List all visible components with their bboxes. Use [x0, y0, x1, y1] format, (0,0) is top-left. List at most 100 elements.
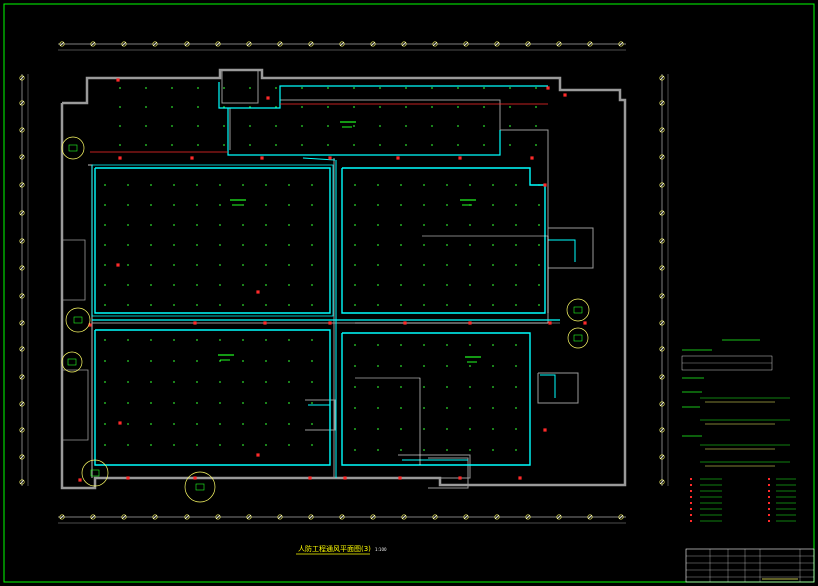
dimension-tick — [659, 265, 665, 271]
dimension-tick — [659, 182, 665, 188]
axis-bubble — [19, 401, 25, 407]
dimension-tick — [587, 41, 593, 47]
red-marker — [403, 321, 407, 325]
dimension-tick — [556, 514, 562, 520]
legend-symbol — [690, 514, 692, 516]
axis-bubble — [19, 427, 25, 433]
axis-bubble — [401, 514, 407, 520]
red-marker — [518, 476, 522, 480]
axis-bubble — [659, 374, 665, 380]
dimension-tick — [19, 479, 25, 485]
axis-bubble — [432, 41, 438, 47]
red-marker — [563, 93, 567, 97]
dimension-tick — [401, 41, 407, 47]
axis-bubble — [339, 514, 345, 520]
axis-bubble — [19, 374, 25, 380]
fan-outlet-symbol — [184, 471, 216, 503]
red-marker — [193, 321, 197, 325]
axis-bubble — [659, 182, 665, 188]
red-marker — [458, 476, 462, 480]
fan-outlet-symbol — [61, 136, 85, 160]
axis-bubble — [659, 320, 665, 326]
duct-loop-nw-inner — [91, 164, 334, 317]
axis-bubble — [277, 41, 283, 47]
dimension-tick — [19, 127, 25, 133]
axis-bubble — [19, 154, 25, 160]
legend-symbol — [768, 502, 770, 504]
duct-loop-nw — [94, 167, 331, 314]
dimension-tick — [401, 514, 407, 520]
duct-north-branch — [227, 108, 501, 156]
dimension-tick — [19, 210, 25, 216]
air-diffuser-symbol — [67, 358, 77, 366]
axis-bubble — [19, 454, 25, 460]
axis-bubble — [215, 514, 221, 520]
dimension-tick — [19, 100, 25, 106]
dimension-tick — [59, 41, 65, 47]
axis-bubble — [184, 41, 190, 47]
ventilation-ducts — [90, 82, 576, 478]
axis-bubble — [246, 41, 252, 47]
axis-bubble — [59, 514, 65, 520]
dimension-lines — [19, 41, 669, 524]
axis-bubbles — [19, 41, 665, 520]
dimension-tick — [19, 454, 25, 460]
dimension-tick — [659, 127, 665, 133]
room-box-west-1 — [62, 239, 86, 301]
legend-symbol — [690, 520, 692, 522]
legend-symbol — [690, 496, 692, 498]
drawing-frame — [3, 3, 815, 583]
axis-bubble — [659, 265, 665, 271]
dimension-tick — [659, 454, 665, 460]
red-marker — [583, 321, 587, 325]
red-marker — [543, 428, 547, 432]
dimension-tick — [246, 41, 252, 47]
axis-bubble — [308, 41, 314, 47]
legend-symbol — [768, 496, 770, 498]
legend-symbol — [768, 514, 770, 516]
air-diffuser-symbol — [68, 144, 78, 152]
axis-bubble — [19, 210, 25, 216]
dimension-tick — [659, 210, 665, 216]
dimension-tick — [370, 41, 376, 47]
axis-bubble — [659, 479, 665, 485]
axis-bubble — [90, 41, 96, 47]
fan-outlet-symbol — [65, 307, 91, 333]
axis-bubble — [19, 265, 25, 271]
dimension-tick — [59, 514, 65, 520]
axis-bubble — [618, 514, 624, 520]
air-diffuser-symbol — [195, 483, 205, 491]
dimension-tick — [90, 514, 96, 520]
axis-bubble — [556, 514, 562, 520]
red-marker — [328, 156, 332, 160]
dimension-tick — [19, 265, 25, 271]
legend-symbol — [768, 490, 770, 492]
dimension-tick — [19, 346, 25, 352]
red-marker — [78, 478, 82, 482]
dimension-tick — [19, 374, 25, 380]
red-marker — [308, 476, 312, 480]
axis-bubble — [19, 182, 25, 188]
axis-bubble — [659, 100, 665, 106]
room-box-south — [398, 454, 471, 479]
duct-stub — [302, 157, 336, 161]
dimension-tick — [339, 514, 345, 520]
axis-bubble — [618, 41, 624, 47]
red-marker — [263, 321, 267, 325]
axis-bubble — [463, 514, 469, 520]
dimension-tick — [19, 320, 25, 326]
drawing-title: 人防工程通风平面图(3) — [298, 544, 371, 553]
room-box-east-2 — [548, 227, 594, 269]
legend-symbol — [690, 490, 692, 492]
dimension-tick — [19, 238, 25, 244]
axis-bubble — [494, 514, 500, 520]
legend-symbol — [768, 478, 770, 480]
dimension-tick — [494, 41, 500, 47]
axis-bubble — [659, 75, 665, 81]
dimension-tick — [618, 514, 624, 520]
legend-symbol — [690, 478, 692, 480]
axis-bubble — [19, 75, 25, 81]
pipe-white-ne — [422, 235, 549, 313]
fan-outlet-symbol — [81, 459, 109, 487]
